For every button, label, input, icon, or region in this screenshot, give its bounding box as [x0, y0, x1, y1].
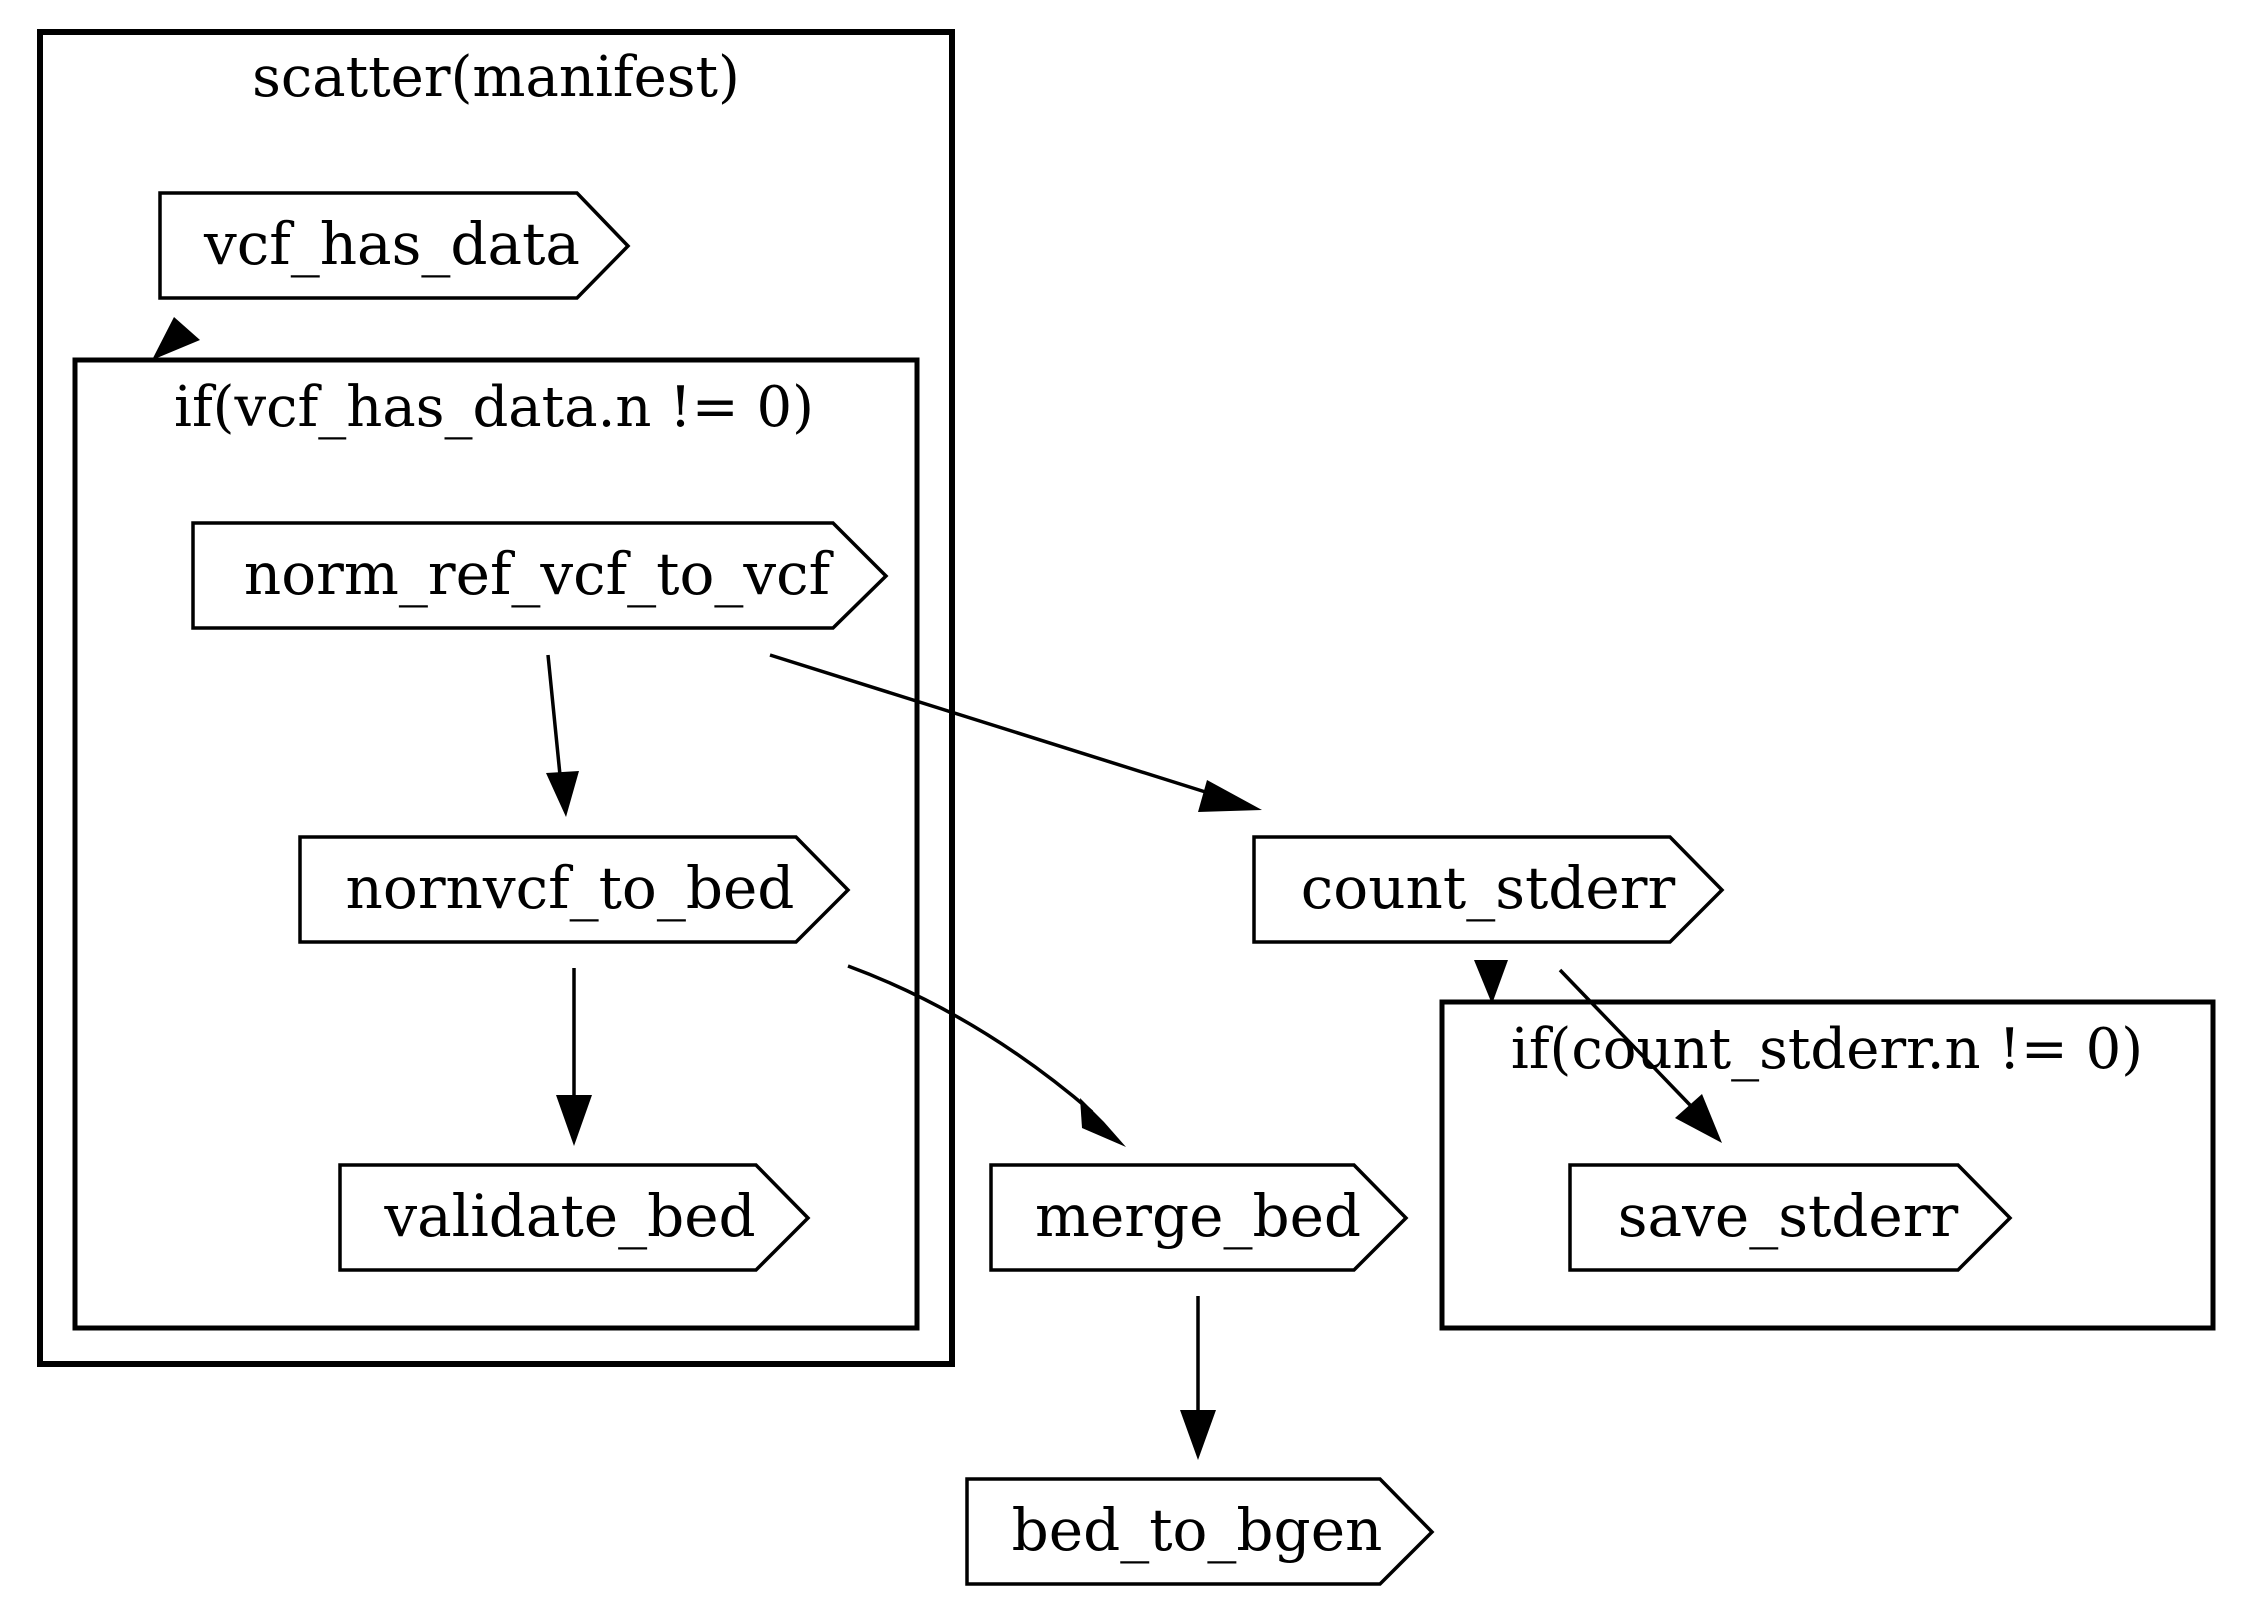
edge-norm-ref-to-count-stderr: [769, 653, 1262, 812]
edge-vcf-has-data-to-if-vcf: [152, 317, 200, 360]
edge-count-stderr-to-save-stderr: [1558, 968, 1722, 1143]
node-save-stderr-label: save_stderr: [1618, 1182, 1959, 1250]
cluster-if-count-title: if(count_stderr.n != 0): [1511, 1017, 2143, 1082]
node-merge-bed[interactable]: merge_bed: [989, 1163, 1409, 1272]
node-merge-bed-label: merge_bed: [1035, 1182, 1361, 1250]
node-norm-ref-vcf-to-vcf[interactable]: norm_ref_vcf_to_vcf: [191, 521, 889, 630]
node-vcf-has-data[interactable]: vcf_has_data: [158, 191, 631, 300]
cluster-scatter-title: scatter(manifest): [252, 45, 740, 110]
edge-merge-bed-to-bed-to-bgen: [1180, 1296, 1216, 1460]
node-nornvcf-to-bed[interactable]: nornvcf_to_bed: [298, 835, 851, 944]
cluster-if-vcf: if(vcf_has_data.n != 0): [72, 357, 920, 1331]
node-count-stderr[interactable]: count_stderr: [1252, 835, 1725, 944]
edge-nornvcf-to-merge-bed: [847, 964, 1126, 1147]
edge-norm-ref-to-nornvcf: [546, 654, 579, 817]
cluster-if-vcf-title: if(vcf_has_data.n != 0): [174, 375, 814, 440]
node-count-stderr-label: count_stderr: [1301, 854, 1676, 922]
node-validate-bed[interactable]: validate_bed: [338, 1163, 811, 1272]
node-save-stderr[interactable]: save_stderr: [1568, 1163, 2013, 1272]
edges: [152, 317, 1722, 1460]
node-nornvcf-to-bed-label: nornvcf_to_bed: [346, 854, 795, 922]
node-vcf-has-data-label: vcf_has_data: [203, 210, 580, 278]
node-bed-to-bgen-label: bed_to_bgen: [1012, 1496, 1383, 1564]
node-bed-to-bgen[interactable]: bed_to_bgen: [965, 1477, 1435, 1586]
node-norm-ref-vcf-to-vcf-label: norm_ref_vcf_to_vcf: [244, 540, 834, 608]
cluster-scatter: scatter(manifest): [37, 29, 955, 1367]
edge-nornvcf-to-validate-bed: [556, 968, 592, 1146]
edge-count-stderr-to-if-count: [1474, 960, 1508, 1004]
node-validate-bed-label: validate_bed: [383, 1182, 755, 1250]
